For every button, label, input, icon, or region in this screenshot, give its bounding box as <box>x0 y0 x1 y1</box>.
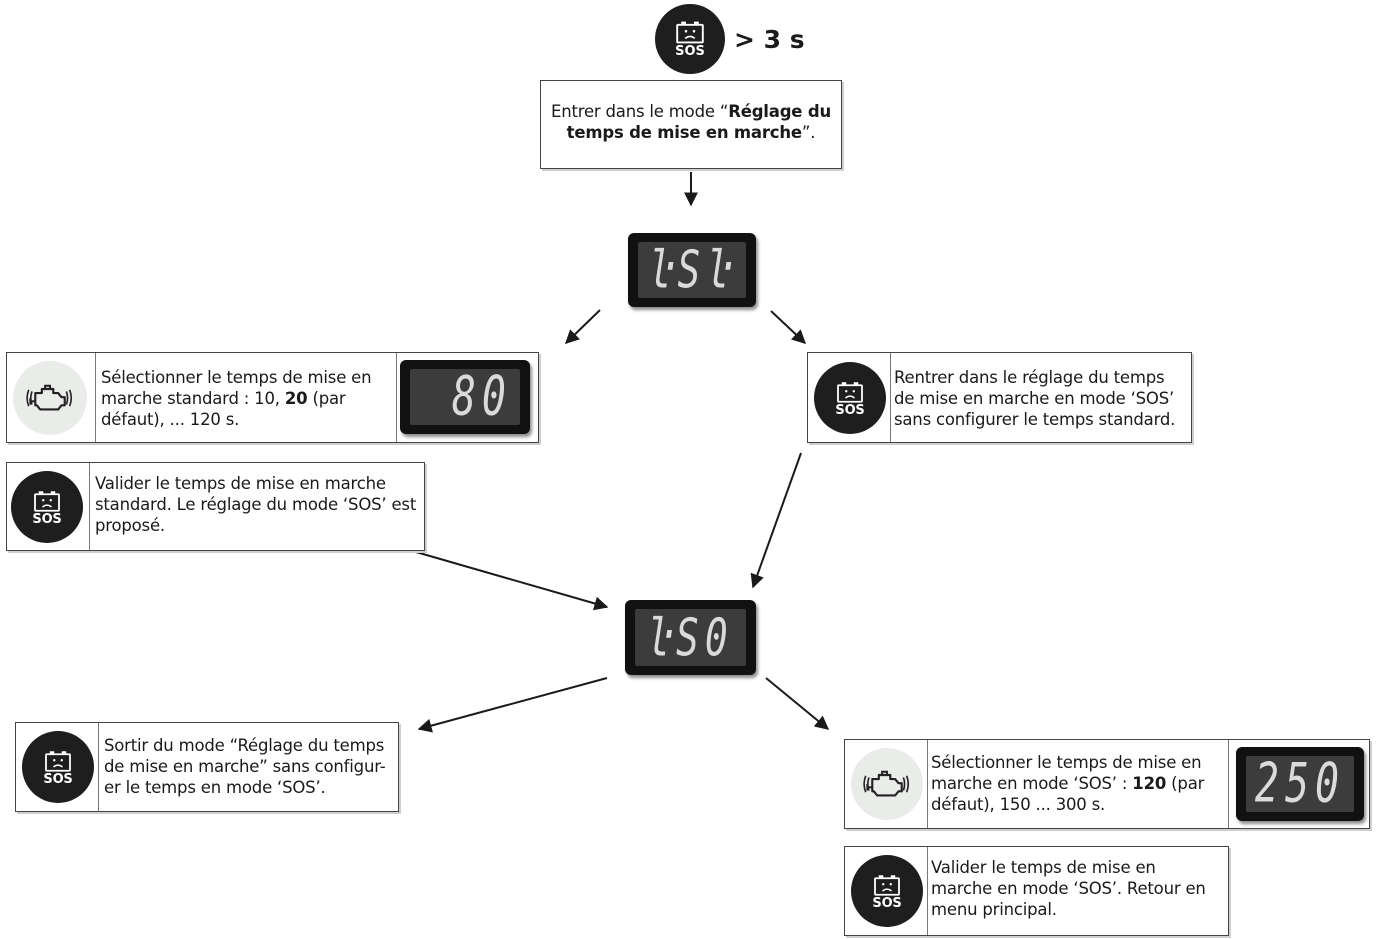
exit-mode-box: SOS Sortir du mode “Réglage du temps de … <box>15 722 399 812</box>
enter-mode-prefix: Entrer dans le mode “ <box>550 102 729 121</box>
select-std-line2: marche standard : 10, <box>101 389 285 408</box>
select-sos-line2: marche en mode ‘SOS’ : <box>931 774 1133 793</box>
display-80: 80 <box>400 360 530 434</box>
valid-std-line1: Valider le temps de mise en marche <box>95 474 386 493</box>
exit-mode-line1: Sortir du mode “Réglage du temps <box>104 736 385 755</box>
display-tst: ŀSŀ <box>628 233 756 307</box>
enter-mode-bold: Réglage du temps de mise en marche <box>566 102 832 142</box>
hold-duration-label: > 3 s <box>734 25 805 54</box>
arrow-ts0-to-select-sos <box>765 677 830 730</box>
valid-std-line3: proposé. <box>95 516 165 535</box>
select-std-line1: Sélectionner le temps de mise en <box>101 368 372 387</box>
display-tst-text: ŀSŀ <box>648 240 736 300</box>
sos-battery-icon: SOS <box>851 855 923 927</box>
display-ts0: ŀS0 <box>625 600 756 675</box>
select-sos-line3: défaut), 150 ... 300 s. <box>931 795 1106 814</box>
enter-mode-box: Entrer dans le mode “Réglage du temps de… <box>540 80 842 169</box>
enter-mode-suffix: ”. <box>801 123 816 142</box>
display-80-text: 80 <box>451 365 512 428</box>
reenter-sos-line3: sans configurer le temps standard. <box>894 410 1176 429</box>
sos-battery-icon: SOS <box>11 471 83 543</box>
arrow-tst-to-reenter-sos <box>770 310 807 344</box>
valid-sos-line1: Valider le temps de mise en <box>931 858 1156 877</box>
select-std-default: 20 <box>284 389 308 408</box>
display-250: 250 <box>1236 747 1364 821</box>
arrow-reenter-sos-to-ts0 <box>750 452 802 589</box>
valid-sos-line2: marche en mode ‘SOS’. Retour en <box>931 879 1206 898</box>
exit-mode-line2: de mise en marche” sans configur- <box>104 757 386 776</box>
reenter-sos-line2: de mise en marche en mode ‘SOS’ <box>894 389 1175 408</box>
engine-check-icon <box>851 748 923 820</box>
reenter-sos-box: SOS Rentrer dans le réglage du temps de … <box>807 352 1192 443</box>
sos-battery-icon: SOS <box>814 362 886 434</box>
valid-std-box: SOS Valider le temps de mise en marche s… <box>6 462 425 551</box>
valid-sos-box: SOS Valider le temps de mise en marche e… <box>844 846 1229 936</box>
valid-std-line2: standard. Le réglage du mode ‘SOS’ est <box>95 495 417 514</box>
select-std-box: Sélectionner le temps de mise en marche … <box>6 352 539 443</box>
display-ts0-text: ŀS0 <box>647 607 734 668</box>
valid-sos-line3: menu principal. <box>931 900 1057 919</box>
exit-mode-line3: er le temps en mode ‘SOS’. <box>104 778 326 797</box>
sos-battery-icon: SOS <box>22 731 94 803</box>
select-sos-line1: Sélectionner le temps de mise en <box>931 753 1202 772</box>
sos-button-icon: SOS <box>655 4 725 74</box>
select-std-line3: défaut), ... 120 s. <box>101 410 240 429</box>
reenter-sos-line1: Rentrer dans le réglage du temps <box>894 368 1165 387</box>
select-sos-box: Sélectionner le temps de mise en marche … <box>844 739 1370 829</box>
arrow-ts0-to-exit <box>417 677 608 733</box>
display-250-text: 250 <box>1254 752 1346 815</box>
arrow-tst-to-select-std <box>564 309 601 344</box>
select-sos-default: 120 <box>1132 774 1167 793</box>
select-sos-line2-end: (par <box>1166 774 1205 793</box>
select-std-line2-end: (par <box>307 389 346 408</box>
engine-check-icon <box>13 361 87 435</box>
arrow-valid-std-to-ts0 <box>415 551 609 611</box>
